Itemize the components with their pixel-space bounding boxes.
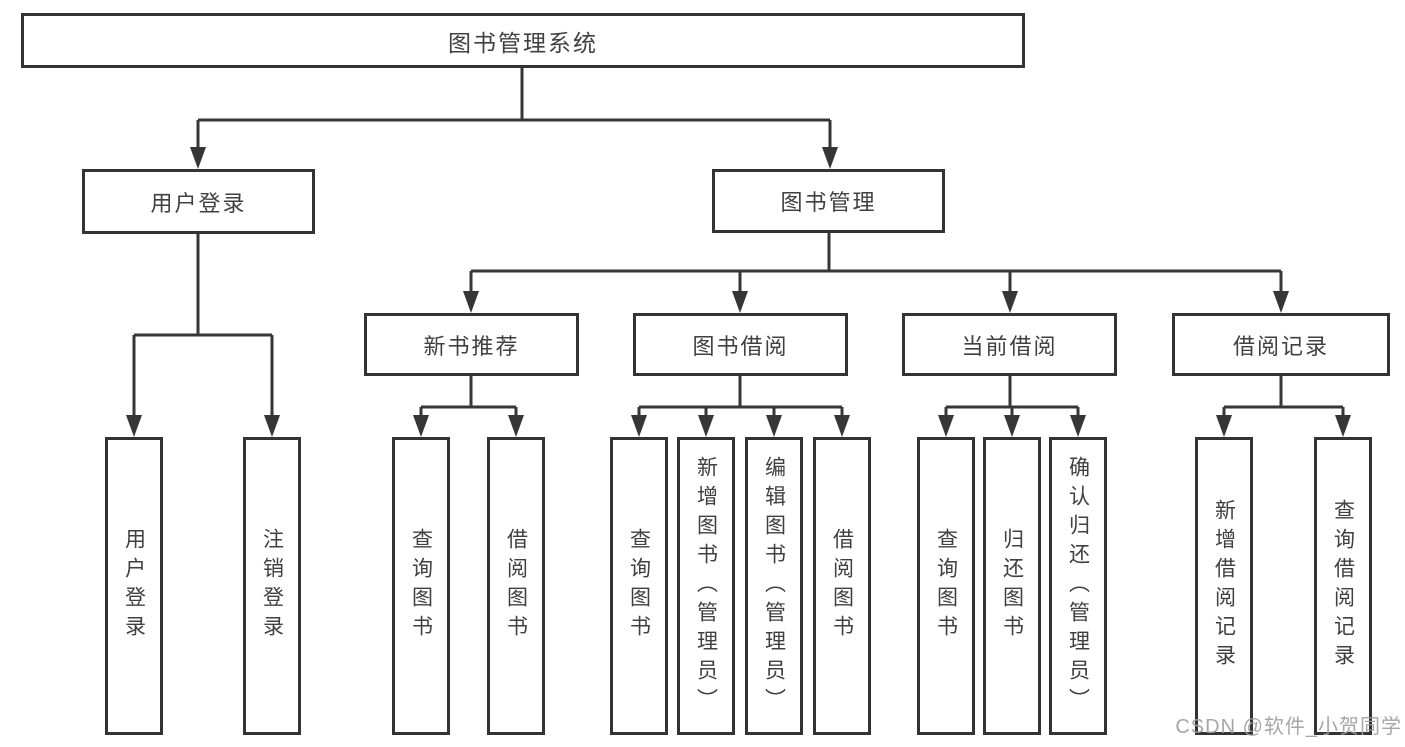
- leaf-label: 归还图书: [1000, 528, 1024, 644]
- node-user-login: 用户登录: [82, 169, 315, 234]
- node-book-borrow: 图书借阅: [633, 313, 848, 376]
- leaf-label: 新增借阅记录: [1212, 499, 1236, 673]
- leaf-label: 借阅图书: [504, 528, 528, 644]
- node-label: 借阅记录: [1232, 333, 1329, 359]
- node-borrow-records: 借阅记录: [1172, 313, 1390, 376]
- leaf-label: 新增图书（管理员）: [694, 455, 718, 717]
- leaf-label: 查询图书: [934, 528, 958, 644]
- leaf-label: 确认归还（管理员）: [1066, 455, 1090, 717]
- node-label: 图书管理系统: [448, 29, 598, 56]
- leaf-label: 查询图书: [409, 528, 433, 644]
- node-label: 图书借阅: [692, 333, 789, 359]
- leaf-return-book: 归还图书: [983, 437, 1041, 735]
- leaf-query-books-borrow: 查询图书: [610, 437, 668, 735]
- leaf-add-book-admin: 新增图书（管理员）: [677, 437, 735, 735]
- leaf-label: 查询图书: [627, 528, 651, 644]
- node-new-book-recommend: 新书推荐: [364, 313, 579, 376]
- leaf-label: 编辑图书（管理员）: [762, 455, 786, 717]
- node-label: 新书推荐: [423, 333, 520, 359]
- node-library-system-root: 图书管理系统: [21, 13, 1025, 68]
- node-label: 图书管理: [780, 190, 877, 215]
- leaf-borrow-books-recommend: 借阅图书: [487, 437, 545, 735]
- leaf-borrow-books: 借阅图书: [813, 437, 871, 735]
- leaf-confirm-return-admin: 确认归还（管理员）: [1049, 437, 1107, 735]
- csdn-watermark: CSDN @软件_小贺同学: [1175, 716, 1402, 738]
- node-label: 用户登录: [150, 190, 247, 216]
- leaf-logout-login: 注销登录: [243, 437, 301, 735]
- leaf-query-books-current: 查询图书: [917, 437, 975, 735]
- leaf-label: 用户登录: [122, 528, 146, 644]
- leaf-edit-book-admin: 编辑图书（管理员）: [745, 437, 803, 735]
- leaf-add-borrow-record: 新增借阅记录: [1195, 437, 1253, 735]
- leaf-label: 查询借阅记录: [1331, 499, 1355, 673]
- node-current-borrow: 当前借阅: [902, 313, 1117, 376]
- node-label: 当前借阅: [961, 333, 1058, 359]
- leaf-user-login: 用户登录: [105, 437, 163, 735]
- leaf-query-borrow-record: 查询借阅记录: [1314, 437, 1372, 735]
- leaf-query-books-recommend: 查询图书: [392, 437, 450, 735]
- leaf-label: 注销登录: [260, 528, 284, 644]
- leaf-label: 借阅图书: [830, 528, 854, 644]
- node-book-management: 图书管理: [712, 169, 945, 233]
